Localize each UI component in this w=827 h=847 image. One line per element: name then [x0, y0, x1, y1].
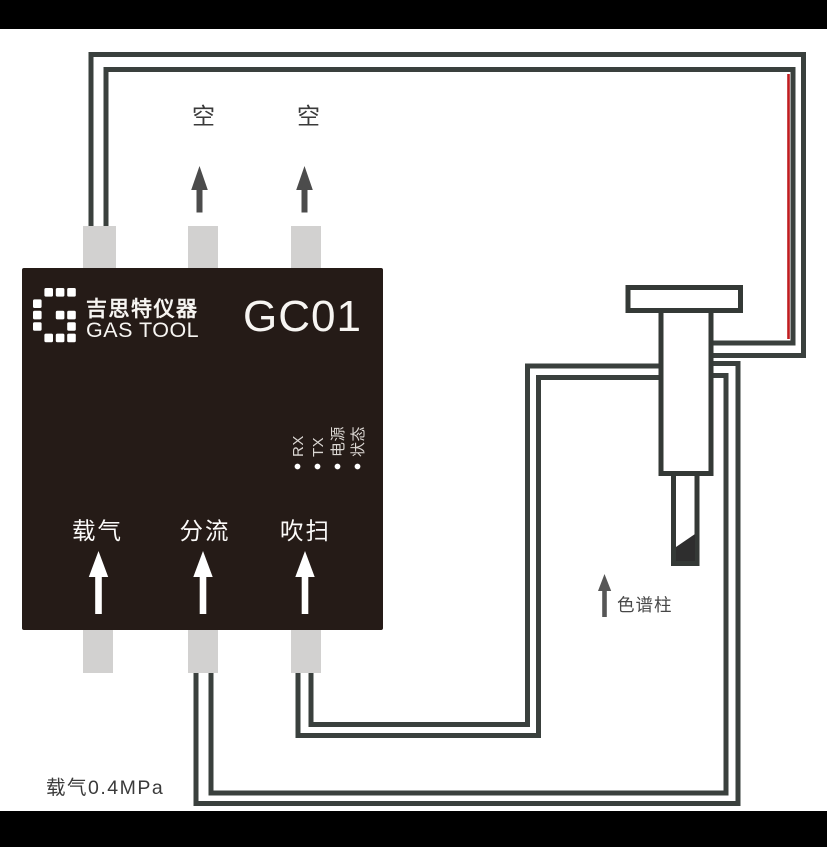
vent-left-label: 空 — [192, 103, 215, 129]
split-up-arrow-icon — [193, 551, 213, 614]
bottom-frame-bar — [0, 811, 827, 847]
led-tx-icon — [314, 463, 321, 470]
tube-top-inner — [103, 67, 796, 346]
injector-assembly — [625, 285, 743, 566]
injector-flange — [625, 285, 743, 313]
gc01-device: 吉思特仪器 GAS TOOL GC01 RX TX 电源 状态 载气 分流 吹扫 — [22, 268, 383, 630]
port-label-split: 分流 — [180, 518, 231, 544]
brand-name-en: GAS TOOL — [86, 318, 199, 342]
tube-purge-inner — [308, 363, 662, 727]
gas-port-labels: 载气 分流 吹扫 — [72, 518, 331, 544]
led-power-icon — [334, 463, 341, 470]
indicator-label-rx: RX — [290, 435, 307, 457]
tube-top-outer — [88, 52, 806, 358]
bottom-port-3-stub — [291, 629, 321, 673]
device-body — [22, 268, 383, 630]
needle-tip-fill — [676, 534, 695, 561]
indicator-labels: RX TX 电源 状态 — [290, 426, 367, 457]
device-arrows — [88, 551, 315, 614]
vent-right-label: 空 — [297, 103, 320, 129]
bottom-port-2-stub — [188, 629, 218, 673]
led-status-icon — [354, 463, 361, 470]
tube-purge-outer — [295, 375, 662, 738]
port-label-carrier: 载气 — [72, 518, 123, 544]
top-port-3-stub — [291, 226, 321, 271]
gastool-logo-icon — [33, 288, 76, 343]
indicator-label-power: 电源 — [330, 426, 347, 457]
column-label: 色谱柱 — [617, 595, 673, 615]
tube-split-inner — [208, 373, 729, 796]
led-rx-icon — [294, 463, 301, 470]
carrier-up-arrow-icon — [88, 551, 109, 614]
tube-split-outer — [193, 361, 741, 806]
indicator-label-tx: TX — [310, 437, 327, 457]
carrier-pressure-label: 载气0.4MPa — [46, 777, 164, 799]
tubing-group — [88, 52, 806, 806]
top-frame-bar — [0, 0, 827, 29]
column-annotation: 色谱柱 — [598, 574, 673, 617]
vent-annotations: 空 空 — [191, 103, 320, 213]
vent-left-arrow-icon — [191, 166, 208, 213]
injector-barrel — [658, 308, 714, 476]
bottom-port-1-stub — [83, 629, 113, 673]
top-port-1-stub — [83, 226, 116, 271]
port-stubs — [83, 226, 321, 673]
purge-up-arrow-icon — [295, 551, 315, 614]
brand-name-cn: 吉思特仪器 — [86, 297, 199, 321]
port-label-purge: 吹扫 — [280, 518, 331, 544]
top-port-2-stub — [188, 226, 218, 271]
vent-right-arrow-icon — [296, 166, 313, 213]
model-label: GC01 — [243, 292, 362, 341]
indicator-label-status: 状态 — [350, 426, 367, 457]
indicator-leds — [294, 463, 361, 470]
column-up-arrow-icon — [598, 574, 612, 617]
